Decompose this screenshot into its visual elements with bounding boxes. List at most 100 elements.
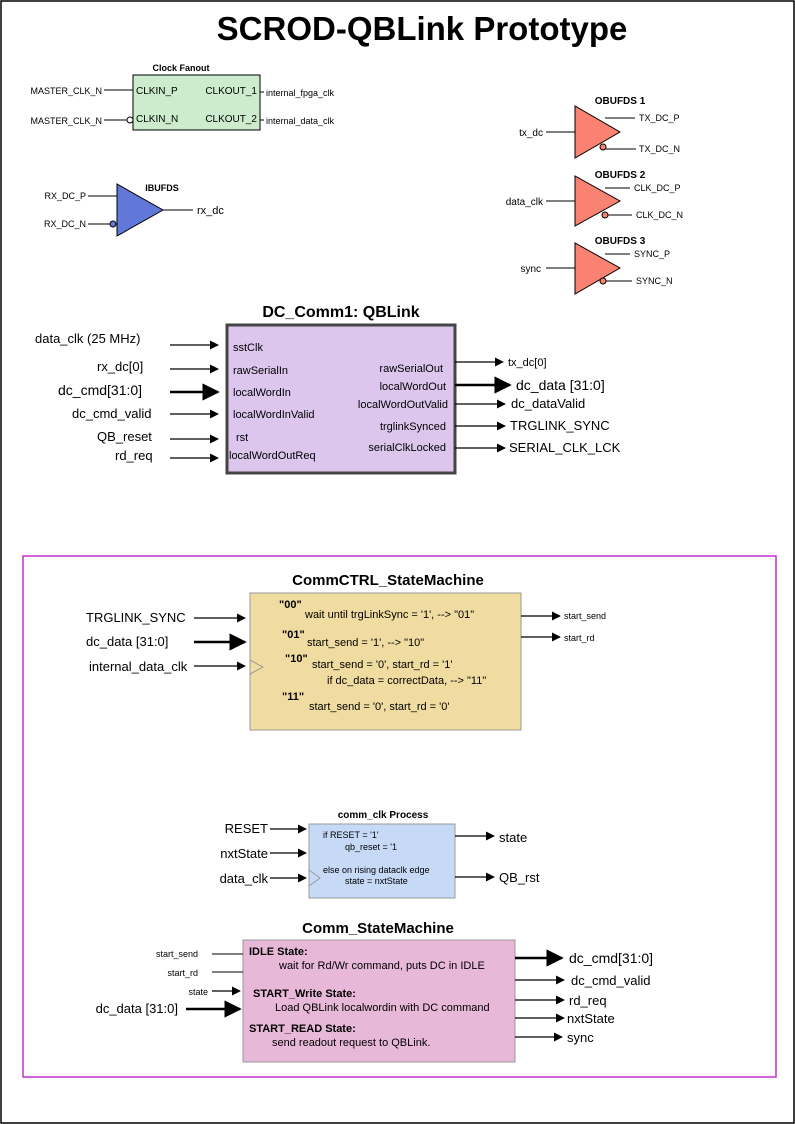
comm-clk-out-qb-rst: QB_rst [499, 870, 540, 885]
commctrl-state-11-line: start_send = '0', start_rd = '0' [309, 701, 449, 713]
qblink-port-localwordinvalid: localWordInValid [233, 409, 315, 421]
obufds-2-triangle [574, 175, 622, 227]
commctrl-out-start-send: start_send [564, 611, 606, 621]
signal-sync-out: sync [520, 264, 541, 275]
signal-qb-reset: QB_reset [97, 429, 152, 444]
signal-tx-dc-0: tx_dc[0] [508, 357, 547, 369]
signal-rx-dc-p: RX_DC_P [44, 191, 86, 201]
commctrl-state-10-code: "10" [285, 653, 308, 665]
signal-sync-p: SYNC_P [634, 249, 670, 259]
qblink-block: DC_Comm1: QBLink sstClk rawSerialIn loca… [35, 304, 621, 475]
obufds-3-title: OBUFDS 3 [595, 236, 646, 247]
comm-sm-write-name: START_Write State: [253, 988, 356, 1000]
qblink-port-serialclklocked: serialClkLocked [368, 442, 446, 454]
commctrl-title: CommCTRL_StateMachine [292, 572, 484, 589]
comm-sm-out-rd-req: rd_req [569, 993, 607, 1008]
commctrl-out-start-rd: start_rd [564, 633, 595, 643]
comm-sm-in-dc-data: dc_data [31:0] [96, 1001, 178, 1016]
qblink-port-localwordin: localWordIn [233, 387, 291, 399]
signal-internal-fpga-clk: internal_fpga_clk [266, 88, 335, 98]
comm-sm-box [242, 939, 516, 1063]
comm-clk-in-reset: RESET [225, 821, 268, 836]
qblink-title: DC_Comm1: QBLink [262, 304, 419, 321]
qblink-box [225, 323, 457, 475]
obufds-3-block: OBUFDS 3 sync SYNC_P SYNC_N [520, 236, 673, 295]
comm-sm-read-name: START_READ State: [249, 1023, 356, 1035]
comm-clk-line-4: state = nxtState [345, 876, 408, 886]
signal-dc-data: dc_data [31:0] [516, 377, 605, 393]
signal-sync-n: SYNC_N [636, 276, 673, 286]
clock-fanout-box [132, 74, 261, 131]
signal-dc-cmd-valid: dc_cmd_valid [72, 406, 152, 421]
comm-sm-idle-desc: wait for Rd/Wr command, puts DC in IDLE [278, 960, 485, 972]
comm-clk-line-1: if RESET = '1' [323, 830, 379, 840]
comm-sm-block: Comm_StateMachine IDLE State: wait for R… [96, 920, 653, 1063]
ibufds-title: IBUFDS [145, 183, 179, 193]
commctrl-state-10-line-1: start_send = '0', start_rd = '1' [312, 659, 452, 671]
signal-tx-dc-p: TX_DC_P [639, 113, 680, 123]
signal-dc-datavalid: dc_dataValid [511, 396, 585, 411]
comm-sm-idle-name: IDLE State: [249, 946, 308, 958]
ibufds-block: IBUFDS RX_DC_P RX_DC_N rx_dc [44, 183, 224, 237]
commctrl-in-dc-data: dc_data [31:0] [86, 634, 168, 649]
comm-clk-line-3: else on rising dataclk edge [323, 865, 430, 875]
comm-sm-out-dc-cmd-valid: dc_cmd_valid [571, 973, 651, 988]
signal-rd-req-in: rd_req [115, 448, 153, 463]
qblink-port-localwordoutreq: localWordOutReq [229, 450, 316, 462]
signal-data-clk-25mhz: data_clk (25 MHz) [35, 331, 140, 346]
signal-serial-clk-lck: SERIAL_CLK_LCK [509, 440, 621, 455]
obufds-2-block: OBUFDS 2 data_clk CLK_DC_P CLK_DC_N [506, 170, 683, 227]
commctrl-in-trglink-sync: TRGLINK_SYNC [86, 610, 186, 625]
ibufds-triangle [116, 183, 165, 237]
qblink-port-rst: rst [236, 432, 248, 444]
signal-tx-dc: tx_dc [519, 128, 543, 139]
signal-clk-dc-n: CLK_DC_N [636, 210, 683, 220]
clock-fanout-block: Clock Fanout CLKIN_P CLKIN_N CLKOUT_1 CL… [30, 63, 335, 131]
comm-sm-in-state: state [188, 987, 208, 997]
qblink-port-rawserialout: rawSerialOut [379, 363, 443, 375]
commctrl-state-00-line: wait until trgLinkSync = '1', --> "01" [304, 609, 474, 621]
signal-rx-dc-n: RX_DC_N [44, 219, 86, 229]
obufds-1-block: OBUFDS 1 tx_dc TX_DC_P TX_DC_N [519, 96, 680, 159]
obufds-3-triangle [574, 242, 622, 295]
commctrl-state-00-code: "00" [279, 599, 302, 611]
commctrl-state-01-line: start_send = '1', --> "10" [307, 637, 424, 649]
commctrl-state-11-code: "11" [282, 691, 304, 703]
obufds-1-title: OBUFDS 1 [595, 96, 646, 107]
commctrl-block: CommCTRL_StateMachine "00" wait until tr… [86, 572, 606, 731]
comm-clk-box [308, 823, 456, 899]
commctrl-in-internal-data-clk: internal_data_clk [89, 659, 188, 674]
port-clkout-1: CLKOUT_1 [205, 86, 257, 97]
signal-master-clk-n-2: MASTER_CLK_N [30, 116, 102, 126]
signal-data-clk-out: data_clk [506, 197, 544, 208]
comm-sm-out-dc-cmd: dc_cmd[31:0] [569, 950, 653, 966]
comm-clk-in-data-clk: data_clk [220, 871, 269, 886]
state-machine-frame [22, 555, 777, 1078]
comm-clk-block: comm_clk Process if RESET = '1' qb_reset… [220, 810, 540, 899]
signal-tx-dc-n: TX_DC_N [639, 144, 680, 154]
comm-clk-in-nxtstate: nxtState [220, 846, 268, 861]
port-clkin-p: CLKIN_P [136, 86, 178, 97]
comm-clk-title: comm_clk Process [338, 810, 429, 821]
obufds-1-triangle [574, 105, 621, 159]
signal-rx-dc-0: rx_dc[0] [97, 359, 143, 374]
comm-sm-read-desc: send readout request to QBLink. [272, 1037, 430, 1049]
comm-sm-out-sync: sync [567, 1030, 594, 1045]
comm-clk-line-2: qb_reset = '1 [345, 842, 397, 852]
commctrl-state-01-code: "01" [282, 629, 305, 641]
qblink-port-sstclk: sstClk [233, 342, 263, 354]
comm-clk-out-state: state [499, 830, 527, 845]
comm-sm-in-start-send: start_send [156, 949, 198, 959]
qblink-port-trglinksynced: trglinkSynced [380, 421, 446, 433]
clock-fanout-title: Clock Fanout [152, 63, 209, 73]
obufds-2-title: OBUFDS 2 [595, 170, 646, 181]
comm-sm-write-desc: Load QBLink localwordin with DC command [275, 1002, 490, 1014]
port-clkout-2: CLKOUT_2 [205, 114, 257, 125]
signal-dc-cmd: dc_cmd[31:0] [58, 382, 142, 398]
comm-sm-title: Comm_StateMachine [302, 920, 454, 937]
comm-sm-out-nxtstate: nxtState [567, 1011, 615, 1026]
signal-trglink-sync: TRGLINK_SYNC [510, 418, 610, 433]
port-clkin-n: CLKIN_N [136, 114, 178, 125]
